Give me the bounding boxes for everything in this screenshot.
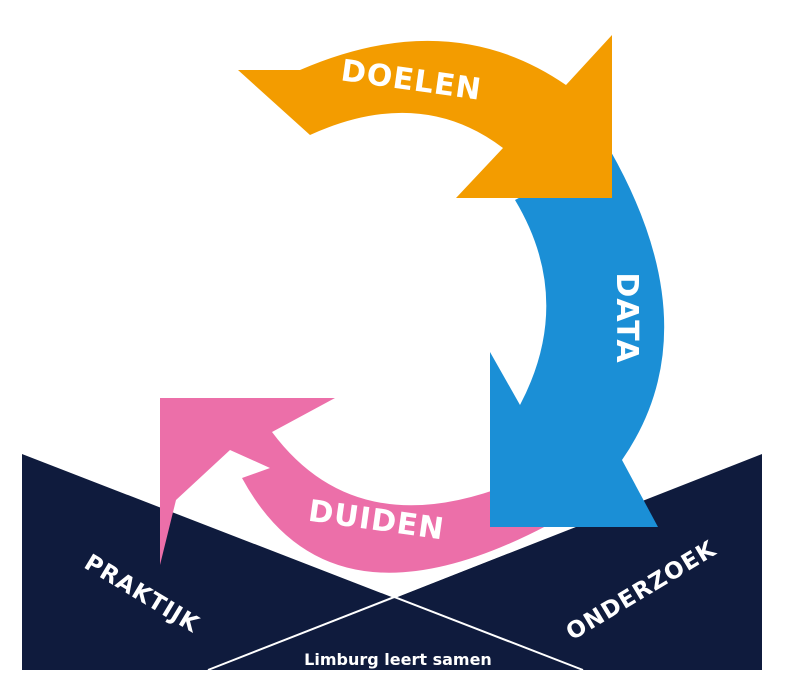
duiden-arrow: [160, 398, 548, 573]
center-triangle: [208, 598, 583, 670]
x-line-left: [21, 452, 584, 671]
x-line-right: [207, 452, 763, 671]
data-arrow: [490, 150, 665, 527]
data-label: DATA: [609, 272, 644, 363]
onderzoek-wedge: [395, 453, 762, 670]
footer-label: Limburg leert samen: [304, 650, 492, 669]
doelen-arrow: [238, 35, 612, 198]
praktijk-wedge: [22, 453, 395, 670]
